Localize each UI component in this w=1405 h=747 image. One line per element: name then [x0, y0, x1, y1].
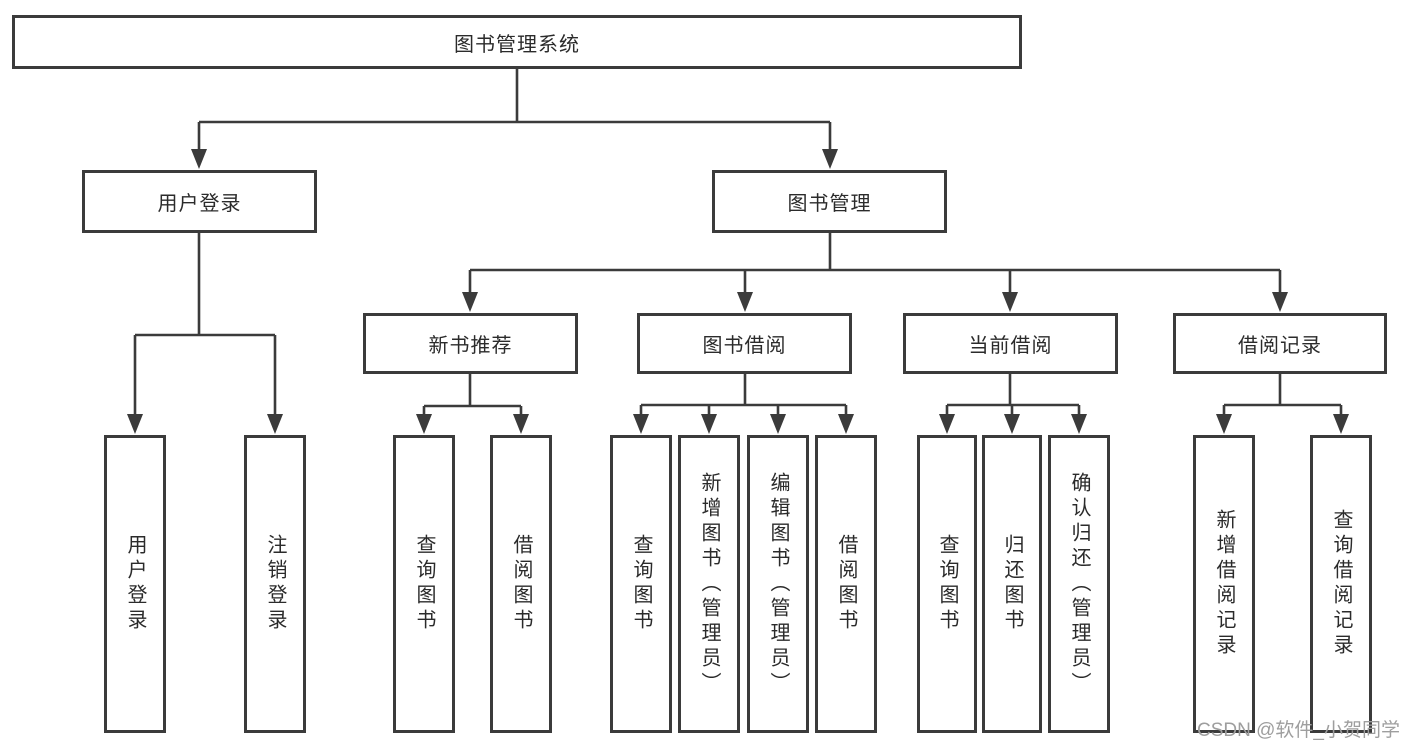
leaf-newbooks-borrow-books: 借阅图书 [490, 435, 552, 733]
leaf-records-add-record: 新增借阅记录 [1193, 435, 1255, 733]
leaf-borrow-add-books-admin-label: 新增图书（管理员） [698, 471, 720, 697]
node-current-borrow-label: 当前借阅 [968, 335, 1053, 357]
leaf-borrow-query-books: 查询图书 [610, 435, 672, 733]
leaf-logout-login: 注销登录 [244, 435, 306, 733]
node-new-book-recommend: 新书推荐 [363, 313, 578, 374]
leaf-borrow-borrow-books-label: 借阅图书 [835, 534, 857, 634]
leaf-user-login: 用户登录 [104, 435, 166, 733]
node-book-management: 图书管理 [712, 170, 947, 233]
leaf-borrow-edit-books-admin-label: 编辑图书（管理员） [767, 471, 789, 697]
leaf-current-confirm-return-admin: 确认归还（管理员） [1048, 435, 1110, 733]
leaf-current-return-books-label: 归还图书 [1001, 534, 1023, 634]
leaf-borrow-query-books-label: 查询图书 [630, 534, 652, 634]
node-book-borrow: 图书借阅 [637, 313, 852, 374]
node-borrow-records: 借阅记录 [1173, 313, 1387, 374]
node-new-book-recommend-label: 新书推荐 [428, 335, 513, 357]
leaf-current-query-books-label: 查询图书 [936, 534, 958, 634]
leaf-records-query-record: 查询借阅记录 [1310, 435, 1372, 733]
leaf-current-query-books: 查询图书 [917, 435, 977, 733]
node-root-system: 图书管理系统 [12, 15, 1022, 69]
leaf-current-return-books: 归还图书 [982, 435, 1042, 733]
leaf-newbooks-borrow-books-label: 借阅图书 [510, 534, 532, 634]
leaf-borrow-edit-books-admin: 编辑图书（管理员） [747, 435, 809, 733]
leaf-records-add-record-label: 新增借阅记录 [1213, 509, 1235, 659]
leaf-borrow-add-books-admin: 新增图书（管理员） [678, 435, 740, 733]
node-root-system-label: 图书管理系统 [454, 33, 580, 56]
node-current-borrow: 当前借阅 [903, 313, 1118, 374]
node-user-login: 用户登录 [82, 170, 317, 233]
leaf-user-login-label: 用户登录 [124, 534, 146, 634]
leaf-newbooks-query-books-label: 查询图书 [413, 534, 435, 634]
leaf-borrow-borrow-books: 借阅图书 [815, 435, 877, 733]
node-borrow-records-label: 借阅记录 [1238, 335, 1322, 357]
leaf-newbooks-query-books: 查询图书 [393, 435, 455, 733]
leaf-logout-login-label: 注销登录 [264, 534, 286, 634]
csdn-watermark: CSDN @软件_小贺同学 [1197, 720, 1400, 741]
leaf-current-confirm-return-admin-label: 确认归还（管理员） [1068, 471, 1090, 697]
leaf-records-query-record-label: 查询借阅记录 [1330, 509, 1352, 659]
node-book-borrow-label: 图书借阅 [702, 335, 787, 357]
node-book-management-label: 图书管理 [787, 193, 872, 215]
node-user-login-label: 用户登录 [157, 193, 242, 215]
